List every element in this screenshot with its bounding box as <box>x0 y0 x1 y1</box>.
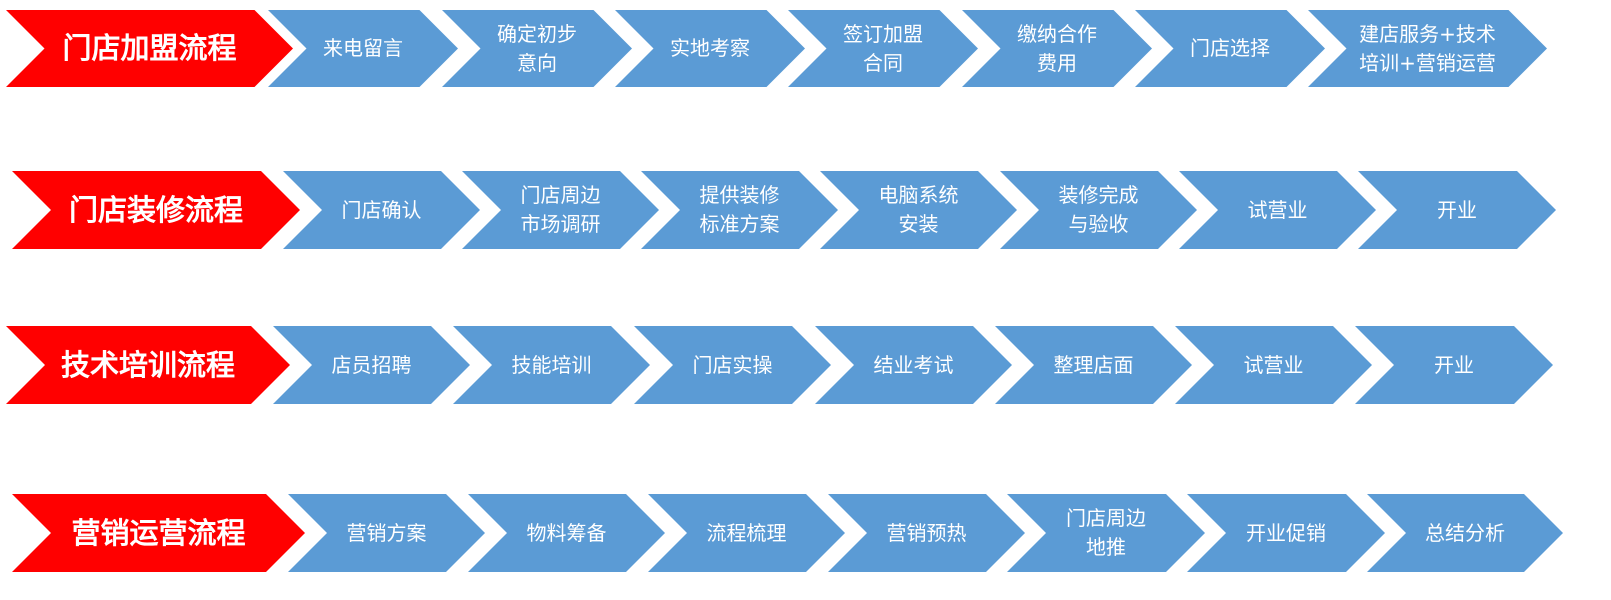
flow-step-label: 流程梳理 <box>706 520 787 545</box>
flow-step-label: 电脑系统 安装 <box>878 183 959 236</box>
flow-step-label: 技能培训 <box>511 352 592 377</box>
flow-step-label: 门店实操 <box>692 352 773 377</box>
flow-step-arrow <box>468 494 665 572</box>
flow-header-arrow <box>12 171 300 249</box>
flow-step-arrow <box>1355 326 1553 404</box>
flow-step-label: 确定初步 意向 <box>497 21 577 75</box>
flow-step-arrow <box>1175 326 1372 404</box>
flow-step-arrow <box>268 10 458 87</box>
flow-step-arrow <box>788 10 978 87</box>
flow-title: 营销运营流程 <box>71 515 246 550</box>
flow-step-label: 门店选择 <box>1190 36 1270 60</box>
flow-step-label: 来电留言 <box>323 36 403 60</box>
flow-header-arrow <box>6 10 293 87</box>
flow-step-label: 结业考试 <box>873 352 954 377</box>
flow-step-arrow <box>815 326 1012 404</box>
flow-step-label: 签订加盟 合同 <box>843 21 923 75</box>
flow-step-label: 缴纳合作 费用 <box>1017 21 1097 75</box>
flow-step-label: 门店周边 地推 <box>1066 506 1146 559</box>
flow-step-label: 物料筹备 <box>526 520 607 545</box>
flow-step-arrow <box>634 326 831 404</box>
flow-step-arrow <box>615 10 805 87</box>
flow-step-arrow <box>1367 494 1563 572</box>
flow-step-label: 开业 <box>1434 352 1474 377</box>
flow-step-label: 整理店面 <box>1053 352 1134 377</box>
flow-step-label: 实地考察 <box>670 36 750 60</box>
flow-step-label: 试营业 <box>1247 197 1308 222</box>
flow-step-arrow <box>828 494 1025 572</box>
flow-step-arrow <box>1007 494 1205 572</box>
flow-step-arrow <box>273 326 470 404</box>
flow-step-label: 试营业 <box>1243 352 1304 377</box>
flow-step-label: 营销方案 <box>346 520 427 545</box>
flow-step-arrow <box>820 171 1017 249</box>
flow-step-label: 开业促销 <box>1246 520 1326 545</box>
flow-step-arrow <box>1358 171 1556 249</box>
flow-step-arrow <box>1308 10 1547 87</box>
flow-step-label: 门店周边 市场调研 <box>520 183 601 236</box>
flow-step-label: 建店服务+技术 培训+营销运营 <box>1359 21 1496 75</box>
flow-step-arrow <box>288 494 485 572</box>
flow-step-arrow <box>283 171 480 249</box>
flow-step-arrow <box>462 171 659 249</box>
flow-step-label: 开业 <box>1437 197 1477 222</box>
flow-step-label: 门店确认 <box>341 197 422 222</box>
flow-step-arrow <box>442 10 632 87</box>
flow-step-arrow <box>995 326 1192 404</box>
flow-step-arrow <box>1135 10 1325 87</box>
flow-step-label: 装修完成 与验收 <box>1058 183 1139 236</box>
flow-step-arrow <box>1179 171 1376 249</box>
flow-step-arrow <box>641 171 838 249</box>
flow-step-label: 总结分析 <box>1425 520 1505 545</box>
flow-step-arrow <box>1187 494 1385 572</box>
flow-header-arrow <box>12 494 305 572</box>
flow-title: 门店加盟流程 <box>62 31 237 66</box>
flow-step-label: 提供装修 标准方案 <box>699 183 780 236</box>
flow-step-arrow <box>648 494 845 572</box>
flow-step-arrow <box>1000 171 1197 249</box>
flow-step-label: 店员招聘 <box>331 352 412 377</box>
flow-title: 技术培训流程 <box>60 347 235 382</box>
flow-step-label: 营销预热 <box>886 520 967 545</box>
flow-header-arrow <box>6 326 290 404</box>
flow-title: 门店装修流程 <box>68 192 243 227</box>
flow-step-arrow <box>962 10 1152 87</box>
flow-step-arrow <box>453 326 650 404</box>
